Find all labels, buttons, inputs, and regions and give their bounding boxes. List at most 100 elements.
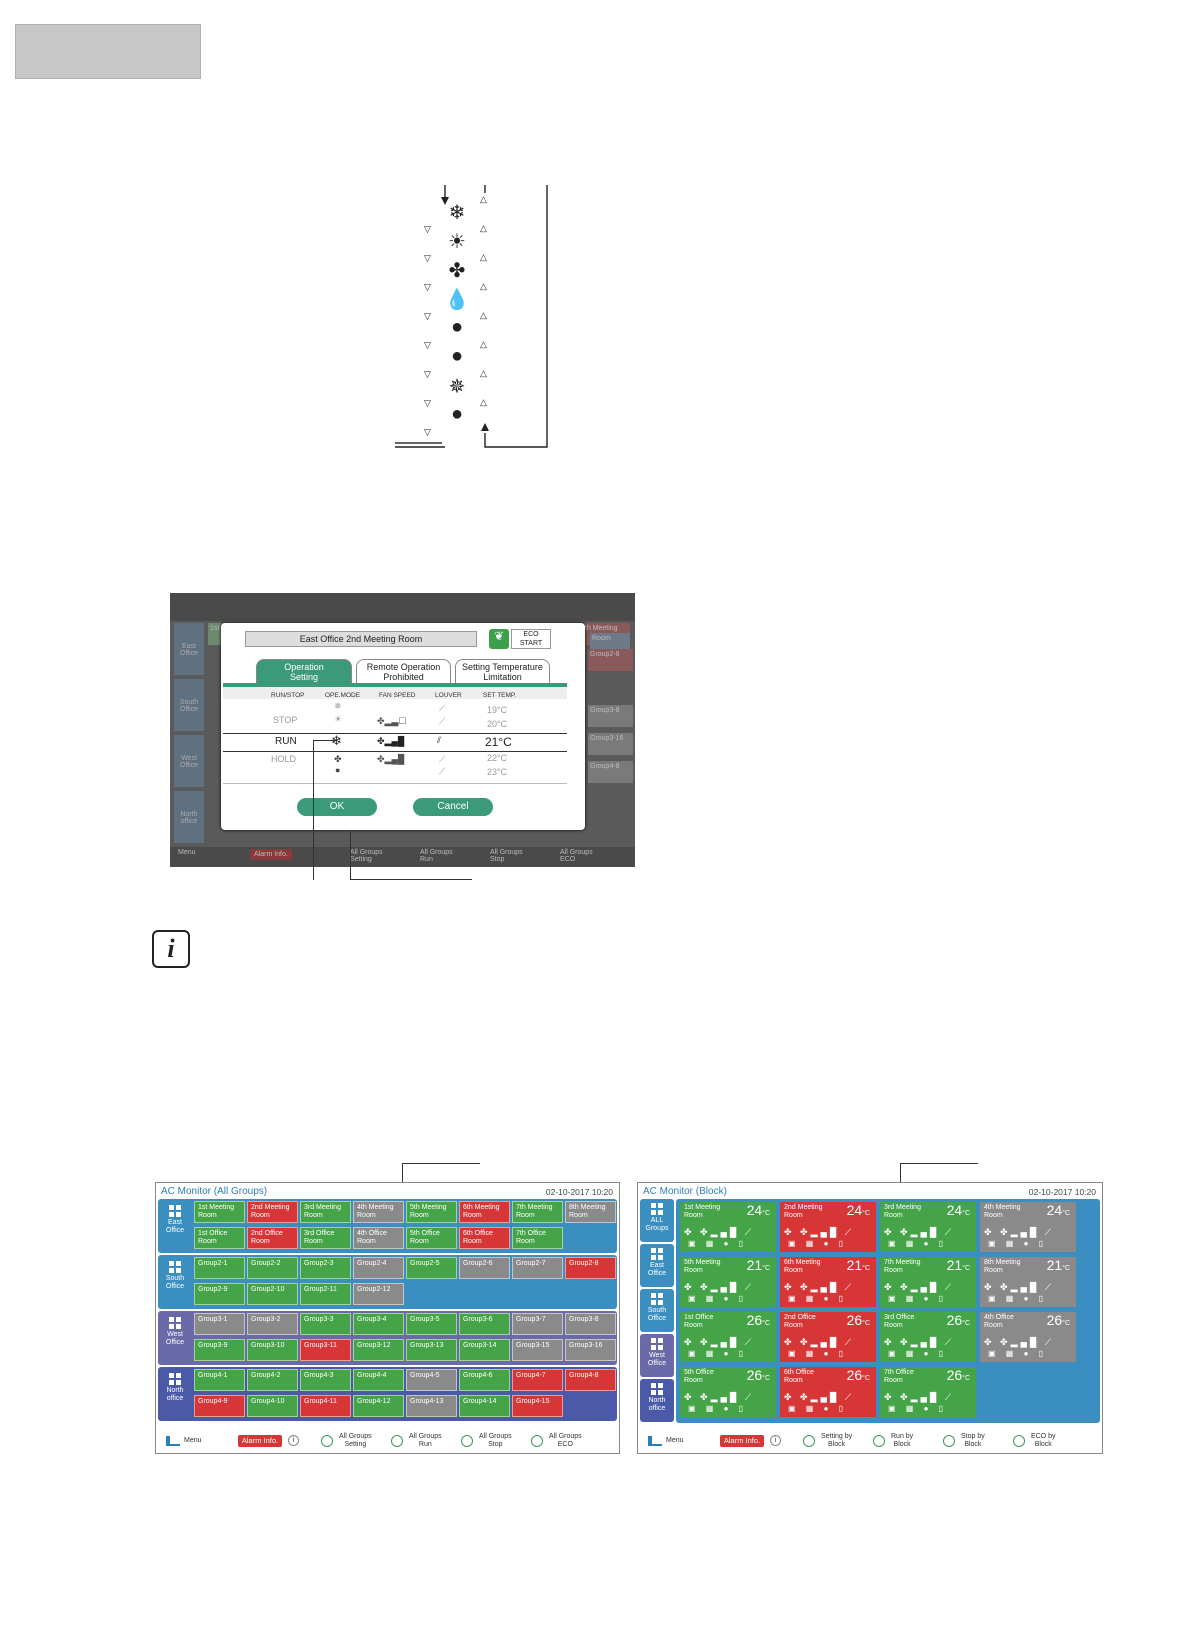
group-tile[interactable]: Group4-14 (459, 1395, 510, 1417)
group-tile[interactable]: Group2-2 (247, 1257, 298, 1279)
group-tile[interactable]: Group4-3 (300, 1369, 351, 1391)
group-tile[interactable]: 2nd Office Room (247, 1227, 298, 1249)
louver-3-icon[interactable]: ⫽ (437, 735, 442, 745)
side-nav-1[interactable]: South Office (158, 1257, 192, 1307)
temp-22[interactable]: 22 (487, 753, 498, 763)
alarm-info-button[interactable]: Alarm Info. (720, 1435, 764, 1447)
side-nav-0[interactable]: ALL Groups (640, 1199, 674, 1242)
group-tile[interactable]: Group4-13 (406, 1395, 457, 1417)
group-tile[interactable]: Group4-1 (194, 1369, 245, 1391)
group-tile[interactable]: 3rd Meeting Room (300, 1201, 351, 1223)
group-tile[interactable]: Group4-9 (194, 1395, 245, 1417)
group-tile[interactable]: Group2-4 (353, 1257, 404, 1279)
group-tile[interactable]: Group3-9 (194, 1339, 245, 1361)
group-tile[interactable]: Group2-12 (353, 1283, 404, 1305)
group-tile[interactable]: Group4-12 (353, 1395, 404, 1417)
group-tile[interactable]: Group4-2 (247, 1369, 298, 1391)
group-tile[interactable]: Group2-11 (300, 1283, 351, 1305)
tab-operation-setting[interactable]: Operation Setting (256, 659, 352, 683)
fan-mid-icon[interactable]: ✤▂▄█ (377, 736, 405, 746)
stop-button[interactable]: All Groups Stop (479, 1433, 512, 1448)
group-tile[interactable]: Group2-10 (247, 1283, 298, 1305)
group-tile[interactable]: 5th Office Room (406, 1227, 457, 1249)
louver-2-icon[interactable]: ⟋ (439, 716, 446, 726)
group-tile[interactable]: 7th Meeting Room (512, 1201, 563, 1223)
group-tile[interactable]: 7th Office Room (512, 1227, 563, 1249)
stop-icon[interactable] (461, 1435, 473, 1447)
state-run[interactable]: RUN (275, 736, 297, 747)
group-tile[interactable]: 1st Office Room (194, 1227, 245, 1249)
ok-button[interactable]: OK (297, 798, 377, 816)
group-tile[interactable]: Group4-7 (512, 1369, 563, 1391)
settings-gear-button[interactable]: All Groups Setting (339, 1433, 372, 1448)
stop-icon[interactable] (943, 1435, 955, 1447)
group-tile[interactable]: 8th Meeting Room (565, 1201, 616, 1223)
group-tile[interactable]: Group3-15 (512, 1339, 563, 1361)
group-tile[interactable]: Group3-2 (247, 1313, 298, 1335)
menu-icon[interactable] (166, 1436, 180, 1446)
mode-fan-icon[interactable]: ✤ (334, 754, 342, 764)
group-tile[interactable]: 6th Meeting Room (459, 1201, 510, 1223)
group-tile[interactable]: 6th Office Room (459, 1227, 510, 1249)
side-nav-0[interactable]: East Office (158, 1201, 192, 1251)
tab-setting-temperature-limitation[interactable]: Setting Temperature Limitation (455, 659, 550, 683)
group-tile[interactable]: 1st Meeting Room (194, 1201, 245, 1223)
eco-icon[interactable] (1013, 1435, 1025, 1447)
tab-remote-operation-prohibited[interactable]: Remote Operation Prohibited (356, 659, 451, 683)
mode-heat-icon[interactable]: ☀ (334, 714, 343, 724)
group-tile[interactable]: Group3-1 (194, 1313, 245, 1335)
louver-4-icon[interactable]: ⟋ (439, 754, 446, 764)
eco-start-button[interactable]: ECO START (511, 629, 551, 649)
stop-button[interactable]: Stop by Block (961, 1433, 985, 1448)
menu-label[interactable]: Menu (184, 1437, 202, 1444)
group-tile[interactable]: 2nd Meeting Room (247, 1201, 298, 1223)
mode-cool-icon[interactable]: ❄ (331, 733, 342, 748)
mode-auto-icon[interactable]: ✵ (334, 701, 342, 711)
group-tile[interactable]: Group2-7 (512, 1257, 563, 1279)
group-tile[interactable]: Group3-11 (300, 1339, 351, 1361)
group-tile[interactable]: 5th Meeting Room (406, 1201, 457, 1223)
group-tile[interactable]: Group3-4 (353, 1313, 404, 1335)
temp-19[interactable]: 19 (487, 705, 498, 715)
group-tile[interactable]: Group3-6 (459, 1313, 510, 1335)
group-tile[interactable]: Group2-6 (459, 1257, 510, 1279)
eco-leaf-icon[interactable]: ❦ (489, 629, 509, 649)
run-button[interactable]: Run by Block (891, 1433, 914, 1448)
settings-gear-button[interactable]: Setting by Block (821, 1433, 853, 1448)
mode-dry-icon[interactable]: ● (335, 765, 341, 775)
group-tile[interactable]: Group3-10 (247, 1339, 298, 1361)
louver-1-icon[interactable]: ⟋ (439, 703, 446, 713)
side-nav-3[interactable]: North office (158, 1369, 192, 1419)
settings-gear-icon[interactable] (321, 1435, 333, 1447)
fan-high-icon[interactable]: ✤▂▄█ (377, 754, 405, 764)
temp-21[interactable]: 21 (485, 735, 499, 749)
group-tile[interactable]: Group3-5 (406, 1313, 457, 1335)
fan-low-icon[interactable]: ✤▂▃☐ (377, 716, 407, 726)
group-tile[interactable]: Group2-8 (565, 1257, 616, 1279)
side-nav-3[interactable]: West Office (640, 1334, 674, 1377)
eco-button[interactable]: ECO by Block (1031, 1433, 1056, 1448)
group-tile[interactable]: 4th Meeting Room (353, 1201, 404, 1223)
run-button[interactable]: All Groups Run (409, 1433, 442, 1448)
group-tile[interactable]: Group4-11 (300, 1395, 351, 1417)
cancel-button[interactable]: Cancel (413, 798, 493, 816)
group-tile[interactable]: Group4-6 (459, 1369, 510, 1391)
group-tile[interactable]: Group3-12 (353, 1339, 404, 1361)
group-tile[interactable]: Group4-8 (565, 1369, 616, 1391)
eco-icon[interactable] (531, 1435, 543, 1447)
group-tile[interactable]: Group3-7 (512, 1313, 563, 1335)
side-nav-1[interactable]: East Office (640, 1244, 674, 1287)
group-tile[interactable]: 3rd Office Room (300, 1227, 351, 1249)
